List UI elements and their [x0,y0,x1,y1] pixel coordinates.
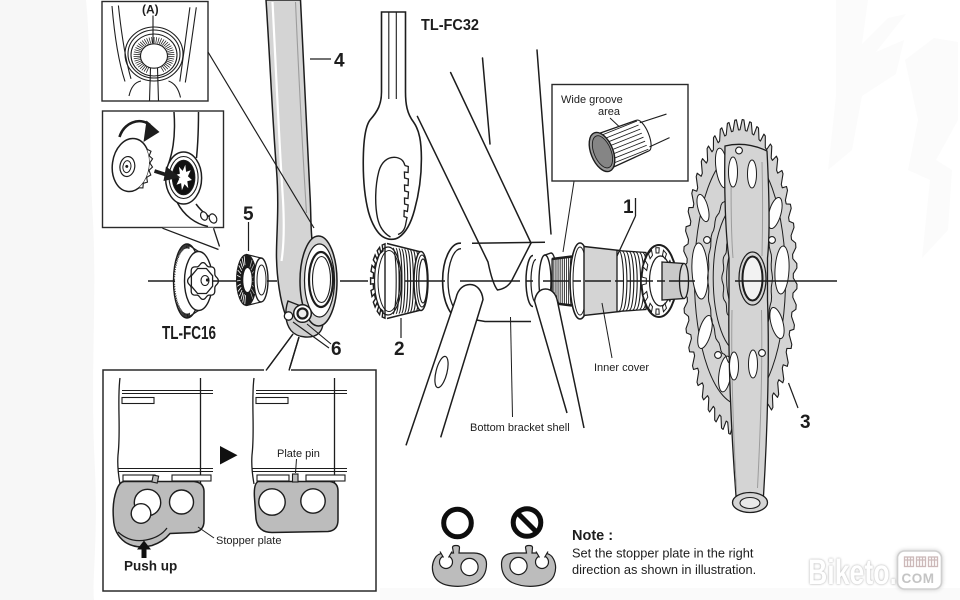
svg-text:Note :: Note : [572,528,613,544]
svg-text:area: area [598,106,621,118]
svg-text:Wide groove: Wide groove [561,94,623,106]
svg-text:Inner cover: Inner cover [594,362,649,374]
svg-text:3: 3 [800,412,811,433]
svg-text:6: 6 [331,339,342,360]
svg-text:Stopper plate: Stopper plate [216,535,281,547]
svg-text:Bottom bracket shell: Bottom bracket shell [470,422,570,434]
svg-text:COM: COM [902,571,935,586]
svg-text:TL-FC32: TL-FC32 [421,17,479,34]
svg-text:1: 1 [623,197,634,218]
svg-text:direction as shown in illustra: direction as shown in illustration. [572,562,756,577]
svg-text:(A): (A) [142,3,159,17]
svg-text:Biketo.: Biketo. [808,553,897,592]
svg-text:TL-FC16: TL-FC16 [162,323,216,343]
svg-text:2: 2 [394,339,405,360]
svg-text:4: 4 [334,51,345,72]
svg-text:Push up: Push up [124,559,177,574]
svg-text:Plate pin: Plate pin [277,448,320,460]
svg-text:5: 5 [243,204,254,225]
svg-text:Set the stopper plate in the r: Set the stopper plate in the right [572,546,754,561]
